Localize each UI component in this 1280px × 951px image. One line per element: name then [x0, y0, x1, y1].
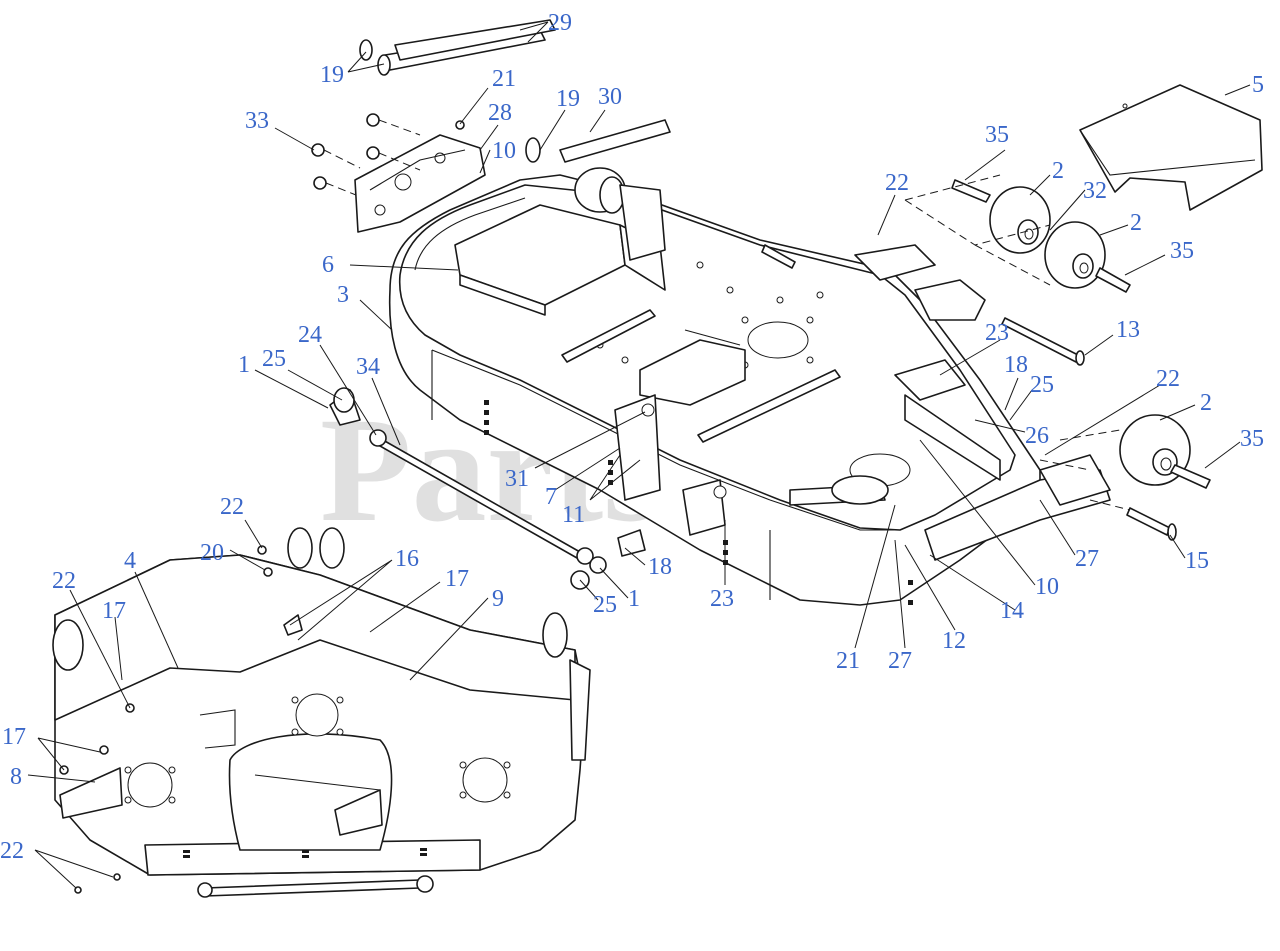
- callout-20: 20: [200, 540, 224, 566]
- callout-33: 33: [245, 108, 269, 134]
- lower-deck-hardware: [59, 545, 303, 894]
- callout-12: 12: [942, 628, 966, 654]
- discharge-chute-shield: [1079, 84, 1263, 211]
- callout-5: 5: [1252, 72, 1264, 98]
- callout-25: 25: [262, 346, 286, 372]
- callout-17: 17: [445, 566, 469, 592]
- callout-14: 14: [1000, 598, 1024, 624]
- callout-2: 2: [1200, 390, 1212, 416]
- callout-22: 22: [0, 838, 24, 864]
- gauge-wheel-lower: [1119, 414, 1191, 486]
- callout-10: 10: [1035, 574, 1059, 600]
- callout-23: 23: [985, 320, 1009, 346]
- callout-2: 2: [1130, 210, 1142, 236]
- callout-32: 32: [1083, 178, 1107, 204]
- callout-9: 9: [492, 586, 504, 612]
- callout-2: 2: [1052, 158, 1064, 184]
- callout-16: 16: [395, 546, 419, 572]
- gauge-wheel-upper-2: [1044, 221, 1106, 289]
- baffle-plate: [354, 134, 486, 233]
- deck-bracket-lower-mid: [682, 479, 727, 536]
- lower-adjustment-rod: [197, 875, 434, 898]
- callout-6: 6: [322, 252, 334, 278]
- callout-1: 1: [628, 586, 640, 612]
- callout-27: 27: [888, 648, 912, 674]
- lower-deck-casters: [52, 527, 591, 761]
- callout-34: 34: [356, 354, 380, 380]
- callout-26: 26: [1025, 423, 1049, 449]
- belt-shield: [454, 204, 666, 316]
- center-channel-bracket: [639, 329, 746, 406]
- callout-30: 30: [598, 84, 622, 110]
- callout-1: 1: [238, 352, 250, 378]
- deck-bracket-right-arm: [789, 475, 889, 506]
- callout-28: 28: [488, 100, 512, 126]
- callout-15: 15: [1185, 548, 1209, 574]
- callout-4: 4: [124, 548, 136, 574]
- callout-21: 21: [836, 648, 860, 674]
- gauge-wheel-upper-1: [989, 186, 1051, 254]
- callout-7: 7: [545, 484, 557, 510]
- leader-lines: [27, 21, 1251, 889]
- callout-19: 19: [320, 62, 344, 88]
- callout-22: 22: [220, 494, 244, 520]
- callout-10: 10: [492, 138, 516, 164]
- callout-11: 11: [562, 502, 585, 528]
- shoulder-bolts: [1001, 317, 1177, 541]
- callout-21: 21: [492, 66, 516, 92]
- callout-31: 31: [505, 466, 529, 492]
- hex-bolts-33: [311, 113, 465, 196]
- deck-caster-wheel: [574, 167, 666, 261]
- extension-springs: [359, 19, 671, 163]
- callout-17: 17: [2, 724, 26, 750]
- dashed-assembly-lines-right: [904, 174, 1131, 511]
- callout-19: 19: [556, 86, 580, 112]
- callout-22: 22: [1156, 366, 1180, 392]
- callout-18: 18: [648, 554, 672, 580]
- callout-35: 35: [985, 122, 1009, 148]
- callout-17: 17: [102, 598, 126, 624]
- callout-3: 3: [337, 282, 349, 308]
- callout-24: 24: [298, 322, 322, 348]
- callout-25: 25: [593, 592, 617, 618]
- front-bracket-rails: [854, 244, 1111, 561]
- adjustment-rod: [329, 387, 646, 590]
- callout-27: 27: [1075, 546, 1099, 572]
- callout-8: 8: [10, 764, 22, 790]
- callout-35: 35: [1170, 238, 1194, 264]
- callout-22: 22: [885, 170, 909, 196]
- callout-22: 22: [52, 568, 76, 594]
- callout-35: 35: [1240, 426, 1264, 452]
- lower-deck-shell: [54, 554, 586, 876]
- callout-13: 13: [1116, 317, 1140, 343]
- callout-25: 25: [1030, 372, 1054, 398]
- callout-numbers: 29 19 21 33 28 10 19 30 5 35 2 32 2 35 2…: [0, 10, 1264, 864]
- callout-23: 23: [710, 586, 734, 612]
- callout-29: 29: [548, 10, 572, 36]
- callout-18: 18: [1004, 352, 1028, 378]
